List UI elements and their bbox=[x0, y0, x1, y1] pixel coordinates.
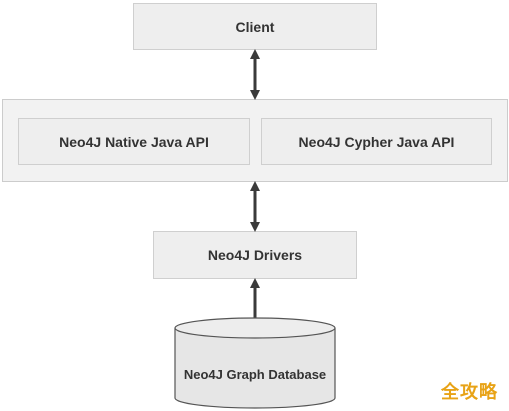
database-label: Neo4J Graph Database bbox=[184, 367, 326, 382]
watermark-logo: 全攻略 bbox=[441, 382, 498, 403]
client-label: Client bbox=[235, 18, 275, 35]
cypher-java-api-label: Neo4J Cypher Java API bbox=[298, 133, 455, 150]
native-java-api-box: Neo4J Native Java API bbox=[18, 118, 250, 165]
native-java-api-label: Neo4J Native Java API bbox=[59, 133, 209, 150]
client-box: Client bbox=[133, 3, 377, 50]
cypher-java-api-box: Neo4J Cypher Java API bbox=[261, 118, 492, 165]
database-cylinder: Neo4J Graph Database bbox=[174, 317, 336, 409]
drivers-label: Neo4J Drivers bbox=[207, 247, 303, 263]
